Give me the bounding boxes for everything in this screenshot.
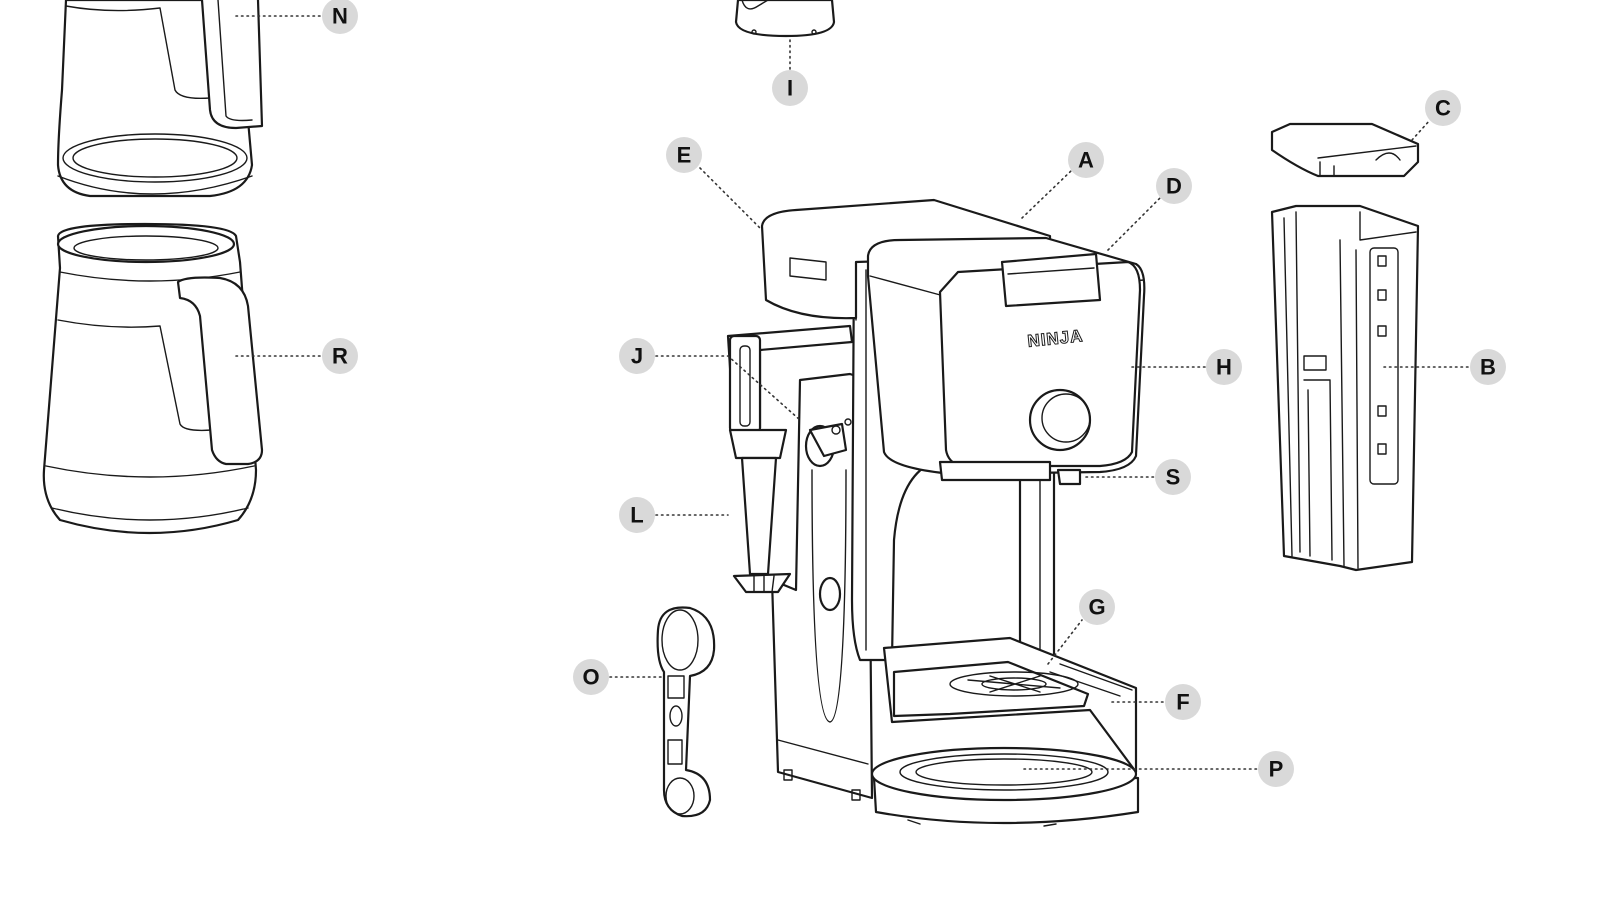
- callout-h-text: H: [1216, 355, 1232, 380]
- callout-b: B: [1470, 349, 1506, 385]
- measuring-scoop-illustration: [656, 606, 716, 818]
- coffee-maker-illustration: NINJA: [726, 198, 1146, 827]
- frother-whisk-illustration: [734, 0, 836, 38]
- callout-a: A: [1068, 142, 1104, 178]
- callout-j: J: [619, 338, 655, 374]
- callout-o: O: [573, 659, 609, 695]
- callout-d-text: D: [1166, 174, 1182, 199]
- callout-s: S: [1155, 459, 1191, 495]
- callout-g-text: G: [1088, 595, 1105, 620]
- callout-r-text: R: [332, 344, 348, 369]
- callout-p: P: [1258, 751, 1294, 787]
- thermal-carafe-illustration: [42, 222, 264, 535]
- callout-d: D: [1156, 168, 1192, 204]
- callout-c-text: C: [1435, 96, 1451, 121]
- carafe-lid-illustration: [56, 0, 264, 198]
- callout-l: L: [619, 497, 655, 533]
- callout-i-text: I: [787, 76, 793, 101]
- callout-i: I: [772, 70, 808, 106]
- callout-e-text: E: [677, 143, 692, 168]
- reservoir-lid-illustration: [1270, 122, 1420, 178]
- callout-s-text: S: [1166, 465, 1181, 490]
- callout-h: H: [1206, 349, 1242, 385]
- callout-a-text: A: [1078, 148, 1094, 173]
- callout-j-text: J: [631, 344, 643, 369]
- callout-p-text: P: [1269, 757, 1284, 782]
- callout-n: N: [322, 0, 358, 34]
- callout-c: C: [1425, 90, 1461, 126]
- leader-lines: [235, 15, 1471, 770]
- callout-n-text: N: [332, 4, 348, 29]
- callout-labels: N R I E A D C B: [322, 0, 1506, 787]
- callout-o-text: O: [582, 665, 599, 690]
- callout-g: G: [1079, 589, 1115, 625]
- callout-e: E: [666, 137, 702, 173]
- callout-f: F: [1165, 684, 1201, 720]
- callout-b-text: B: [1480, 355, 1496, 380]
- callout-f-text: F: [1176, 690, 1189, 715]
- callout-l-text: L: [630, 503, 643, 528]
- water-reservoir-illustration: [1270, 204, 1420, 572]
- callout-r: R: [322, 338, 358, 374]
